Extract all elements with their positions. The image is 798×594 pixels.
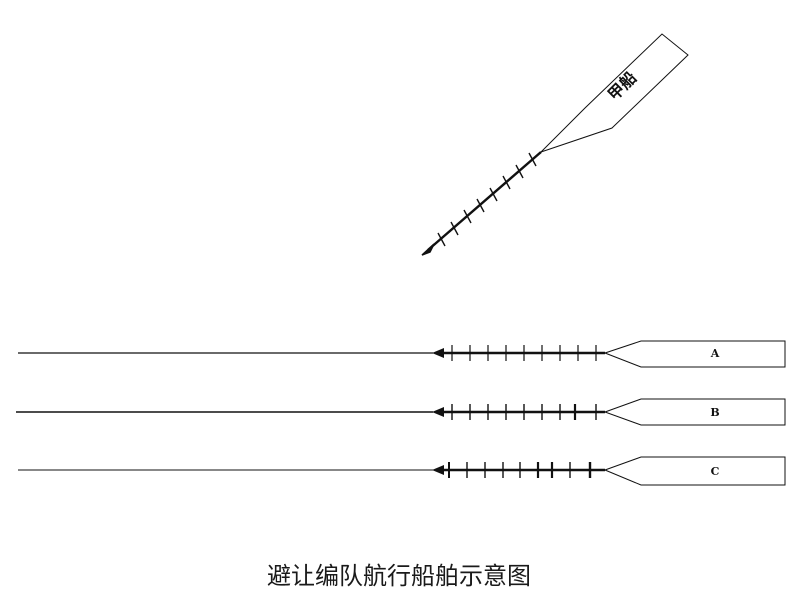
formation-ship-c: C — [18, 456, 786, 486]
ship-a-ticks — [451, 345, 597, 361]
ship-b-arrowhead — [432, 407, 444, 417]
ship-a-hull — [603, 340, 786, 368]
ship-jia-ticks — [437, 152, 537, 247]
formation-ship-b: B — [16, 398, 786, 426]
ship-b-hull — [603, 398, 786, 426]
ship-c-label: C — [711, 465, 720, 478]
ship-jia-track — [427, 151, 542, 251]
ship-c-hull — [603, 456, 786, 486]
ship-a-label: A — [710, 347, 720, 360]
ship-b-ticks — [451, 404, 597, 420]
ship-c-ticks — [448, 462, 592, 478]
ship-jia-hull — [540, 33, 689, 153]
ship-a-arrowhead — [432, 348, 444, 358]
ship-c-arrowhead — [432, 465, 444, 475]
ship-jia-arrowhead — [421, 243, 435, 256]
ship-b-label: B — [710, 406, 719, 419]
ship-jia: 甲船 — [421, 33, 689, 256]
formation-ship-a: A — [18, 340, 786, 368]
diagram-caption: 避让编队航行船舶示意图 — [267, 562, 531, 590]
